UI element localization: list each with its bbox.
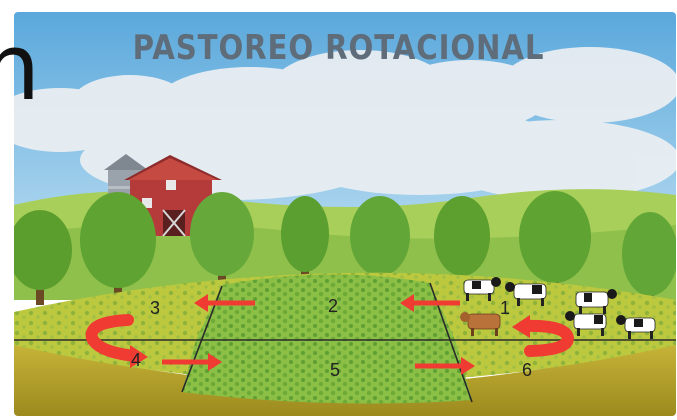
cow-herd xyxy=(460,277,656,339)
trees xyxy=(14,191,676,305)
arrow-6-to-1 xyxy=(512,315,575,357)
arrow-1-to-2 xyxy=(400,294,460,312)
arrow-5-to-6 xyxy=(415,357,475,375)
rotation-arrows xyxy=(85,294,575,375)
paddock-label-4: 4 xyxy=(131,350,142,370)
cropped-letter: n xyxy=(0,18,40,118)
paddock-label-6: 6 xyxy=(522,360,533,380)
arrow-4-to-5 xyxy=(162,353,222,371)
paddock-label-2: 2 xyxy=(328,296,339,316)
arrow-3-to-4 xyxy=(85,314,148,368)
paddock-label-5: 5 xyxy=(330,360,341,380)
paddock-label-3: 3 xyxy=(150,298,161,318)
diagram-title: PASTOREO ROTACIONAL xyxy=(132,28,545,68)
paddock-label-1: 1 xyxy=(500,298,511,318)
pasture-rim xyxy=(14,340,676,416)
arrow-2-to-3 xyxy=(194,294,255,312)
